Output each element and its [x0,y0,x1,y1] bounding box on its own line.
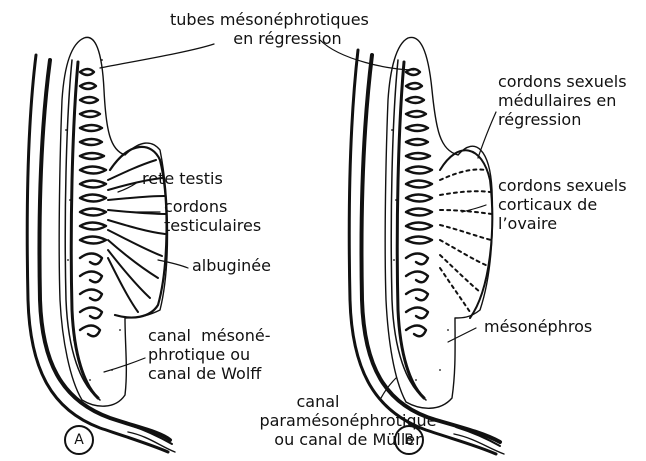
figure-a-drawing [27,37,175,452]
label-canal-wolff-line1: canal mésoné- [148,326,270,345]
label-cordons-corticaux-line3: l’ovaire [498,214,627,233]
label-mesonephros: mésonéphros [484,317,592,336]
label-cordons-testiculaires-line1: cordons [164,197,261,216]
label-tubes-line2: en régression [170,29,369,48]
figure-label-a: A [64,425,94,455]
label-cordons-testiculaires-line2: testiculaires [164,216,261,235]
label-cordons-corticaux: cordons sexuels corticaux de l’ovaire [498,176,627,233]
label-canal-wolff: canal mésoné- phrotique ou canal de Wolf… [148,326,270,383]
label-canal-wolff-line2: phrotique ou [148,345,270,364]
label-albuginee-line1: albuginée [192,256,271,275]
label-rete-testis: rete testis [142,169,223,188]
label-tubes: tubes mésonéphrotiques en régression [170,10,369,48]
label-cordons-corticaux-line1: cordons sexuels [498,176,627,195]
wolffian-duct-b [361,55,500,442]
label-cordons-testiculaires: cordons testiculaires [164,197,261,235]
label-cordons-medullaires: cordons sexuels médullaires en régressio… [498,72,627,129]
label-albuginee: albuginée [192,256,271,275]
label-cordons-corticaux-line2: corticaux de [498,195,627,214]
label-cordons-medullaires-line3: régression [498,110,627,129]
label-cordons-medullaires-line1: cordons sexuels [498,72,627,91]
label-canal-wolff-line3: canal de Wolff [148,364,270,383]
label-canal-muller-line1: canal [258,392,438,411]
figure-label-b: B [394,425,424,455]
label-mesonephros-line1: mésonéphros [484,317,592,336]
label-cordons-medullaires-line2: médullaires en [498,91,627,110]
label-tubes-line1: tubes mésonéphrotiques [170,10,369,29]
label-rete-testis-line1: rete testis [142,169,223,188]
